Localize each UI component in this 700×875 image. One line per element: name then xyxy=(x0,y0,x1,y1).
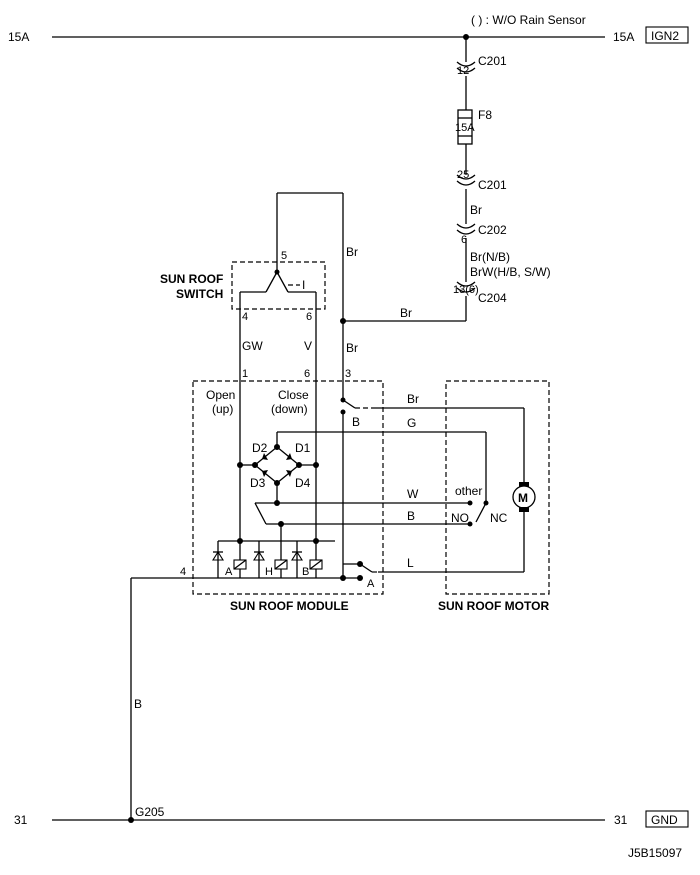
close-label-1: Close xyxy=(278,388,309,402)
ign2-label: IGN2 xyxy=(651,29,679,43)
fuse-name: F8 xyxy=(478,108,492,122)
diode-d3: D3 xyxy=(250,476,266,490)
diode-d2: D2 xyxy=(252,441,268,455)
fuse-rating: 15A xyxy=(455,122,475,134)
c202-pin: 6 xyxy=(461,234,467,246)
c201-top-pin: 12 xyxy=(457,65,469,77)
motor-no: NO xyxy=(451,511,469,525)
ground-g205: G205 xyxy=(135,805,165,819)
switch-title-2: SWITCH xyxy=(176,287,223,301)
wire-v: V xyxy=(304,339,312,353)
wire-l: L xyxy=(407,556,414,570)
switch-pin-top: 5 xyxy=(281,250,287,262)
motor-nc: NC xyxy=(490,511,508,525)
rail-left-label: 15A xyxy=(8,30,29,44)
gnd-tag xyxy=(645,810,689,828)
close-label-2: (down) xyxy=(271,402,308,416)
rain-sensor-note: ( ) : W/O Rain Sensor xyxy=(471,13,586,27)
module-title: SUN ROOF MODULE xyxy=(230,599,349,613)
module-pin-1: 1 xyxy=(242,368,248,380)
switch-pin-left: 4 xyxy=(242,311,248,323)
module-pin-3: 3 xyxy=(345,368,351,380)
c202-name: C202 xyxy=(478,223,507,237)
module-pin-6: 6 xyxy=(304,368,310,380)
fuse-f8 xyxy=(457,109,473,145)
wire-br-mid: Br xyxy=(346,341,358,355)
ign2-tag xyxy=(645,26,689,44)
motor-m: M xyxy=(518,491,528,505)
fuse-feed: 12 C201 15A F8 25 C201 Br 6 C202 Br(N/B)… xyxy=(340,37,551,324)
wire-b-ground: B xyxy=(134,697,142,711)
c201-bot-pin: 25 xyxy=(457,169,469,181)
wire-b-relay: B xyxy=(352,415,360,429)
switch-pos-label: I xyxy=(302,278,305,292)
rail-right-label: 15A xyxy=(613,30,634,44)
relay-h: H xyxy=(265,566,273,578)
relay-a-left: A xyxy=(225,566,233,578)
wire-b-motor: B xyxy=(407,509,415,523)
motor-title: SUN ROOF MOTOR xyxy=(438,599,549,613)
c204-pin: 13(6) xyxy=(453,284,479,296)
open-label-2: (up) xyxy=(212,402,233,416)
c204-name: C204 xyxy=(478,291,507,305)
relay-a-right: A xyxy=(367,578,375,590)
switch-title-1: SUN ROOF xyxy=(160,272,223,286)
wire-br-motor: Br xyxy=(407,392,419,406)
switch-pin-right: 6 xyxy=(306,311,312,323)
wire-br-variant-1: Br(N/B) xyxy=(470,250,510,264)
gnd-label: GND xyxy=(651,813,678,827)
diagram-id: J5B15097 xyxy=(628,846,682,860)
module-pin-4: 4 xyxy=(180,566,186,578)
sun-roof-motor: SUN ROOF MOTOR Br G W B L other NO NC M xyxy=(407,380,550,613)
power-rail-15a: 15A 15A IGN2 ( ) : W/O Rain Sensor xyxy=(8,13,689,44)
relay-b: B xyxy=(302,566,309,578)
open-label-1: Open xyxy=(206,388,235,402)
motor-other: other xyxy=(455,484,482,498)
c201-bot-name: C201 xyxy=(478,178,507,192)
wire-br-main: Br xyxy=(470,203,482,217)
ground-left-label: 31 xyxy=(14,813,28,827)
sun-roof-switch: SUN ROOF SWITCH 5 4 6 I Br Br xyxy=(160,192,358,400)
wire-br-lower: Br xyxy=(400,306,412,320)
ground-rail: B G205 31 31 GND xyxy=(14,578,689,828)
diode-d1: D1 xyxy=(295,441,311,455)
wire-br-variant-2: BrW(H/B, S/W) xyxy=(470,265,551,279)
wire-br-upper: Br xyxy=(346,245,358,259)
ground-right-label: 31 xyxy=(614,813,628,827)
sun-roof-module: SUN ROOF MODULE 1 6 3 4 Open (up) Close … xyxy=(131,368,524,613)
wire-gw: GW xyxy=(242,339,263,353)
c201-top-name: C201 xyxy=(478,54,507,68)
diode-d4: D4 xyxy=(295,476,311,490)
wire-g: G xyxy=(407,416,416,430)
wire-w: W xyxy=(407,487,419,501)
